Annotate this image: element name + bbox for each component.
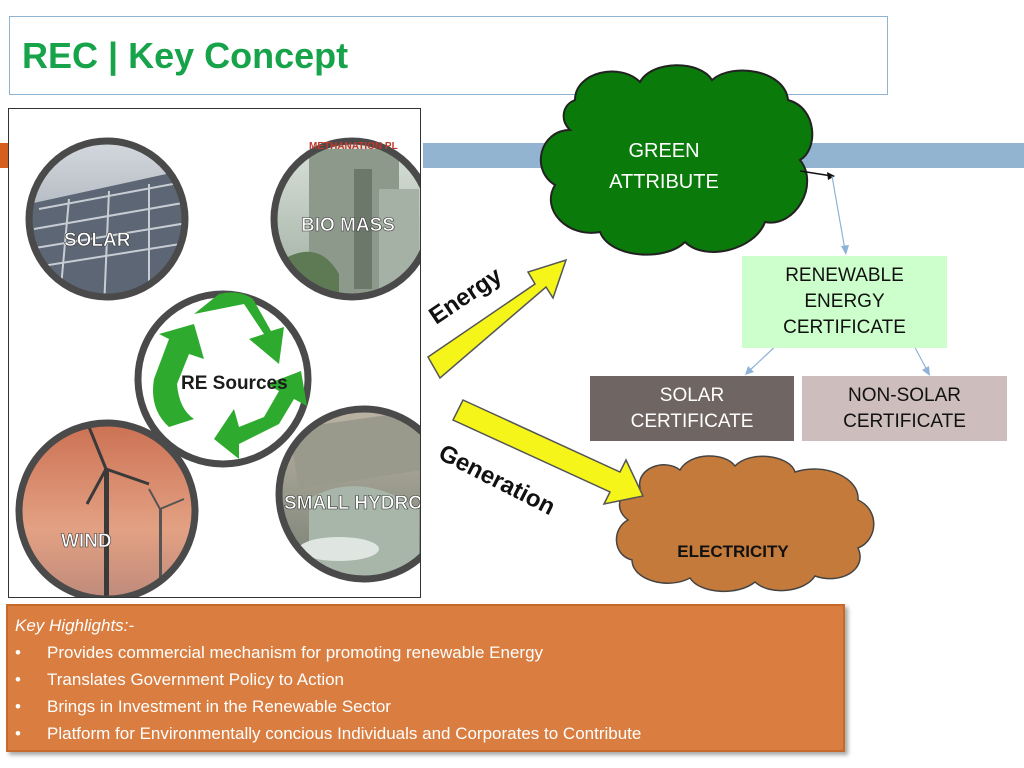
hydro-label: SMALL HYDRO — [284, 493, 421, 514]
biomass-signage: METHANATION PL — [309, 141, 398, 152]
bullet: • — [15, 670, 21, 689]
highlight-text: Provides commercial mechanism for promot… — [47, 643, 544, 662]
hydro-photo: SMALL HYDRO — [275, 405, 421, 583]
accent-band-left — [0, 143, 9, 168]
nonsolar-cert-line-2: CERTIFICATE — [843, 410, 966, 432]
non-solar-certificate-box: NON-SOLAR CERTIFICATE — [802, 376, 1007, 441]
title-box: REC | Key Concept — [9, 16, 888, 95]
highlight-text: Brings in Investment in the Renewable Se… — [47, 697, 391, 716]
highlight-text: Platform for Environmentally concious In… — [47, 724, 642, 743]
recycle-icon — [153, 292, 307, 459]
energy-arrow: Energy — [424, 258, 568, 380]
key-highlights-box: Key Highlights:- • Provides commercial m… — [6, 604, 845, 752]
energy-arrow-label: Energy — [424, 262, 507, 330]
rec-line-1: RENEWABLE — [785, 265, 904, 286]
electricity-label: ELECTRICITY — [677, 542, 789, 561]
bullet: • — [15, 724, 21, 743]
bullet: • — [15, 697, 21, 716]
accent-band-right — [423, 143, 1024, 168]
renewable-energy-certificate-box: RENEWABLE ENERGY CERTIFICATE — [742, 256, 947, 348]
solar-certificate-box: SOLAR CERTIFICATE — [590, 376, 794, 441]
nonsolar-cert-line-1: NON-SOLAR — [848, 384, 961, 406]
highlight-text: Translates Government Policy to Action — [47, 670, 345, 689]
highlights-heading: Key Highlights:- — [15, 616, 135, 635]
highlight-item: • Provides commercial mechanism for prom… — [15, 642, 641, 669]
bullet: • — [15, 643, 21, 662]
rec-line-2: ENERGY — [804, 291, 885, 312]
re-sources-label: RE Sources — [181, 373, 288, 394]
cloud-connector — [799, 170, 833, 177]
solar-cert-line-1: SOLAR — [659, 384, 725, 406]
rec-line-3: CERTIFICATE — [783, 317, 906, 338]
rec-connector — [831, 175, 846, 251]
solar-cert-line-2: CERTIFICATE — [630, 410, 754, 432]
highlights-list: • Provides commercial mechanism for prom… — [15, 642, 641, 750]
biomass-label: BIO MASS — [301, 215, 395, 236]
re-sources-illustration: SOLAR METHANATION PL BIO MASS — [15, 137, 421, 597]
biomass-photo: METHANATION PL BIO MASS — [270, 137, 420, 301]
wind-label: WIND — [61, 531, 112, 552]
highlight-item: • Brings in Investment in the Renewable … — [15, 696, 641, 723]
slide-title: REC | Key Concept — [22, 35, 349, 76]
highlight-item: • Translates Government Policy to Action — [15, 669, 641, 696]
re-sources-picture: SOLAR METHANATION PL BIO MASS — [8, 108, 421, 598]
re-sources-center: RE Sources — [134, 290, 312, 468]
generation-arrow-label: Generation — [434, 439, 559, 521]
solar-photo: SOLAR — [25, 137, 189, 301]
wind-photo: WIND — [15, 419, 199, 597]
highlight-item: • Platform for Environmentally concious … — [15, 723, 641, 750]
electricity-cloud: ELECTRICITY — [615, 455, 875, 593]
green-attribute-line-2: ATTRIBUTE — [609, 171, 719, 193]
solar-label: SOLAR — [64, 230, 131, 251]
